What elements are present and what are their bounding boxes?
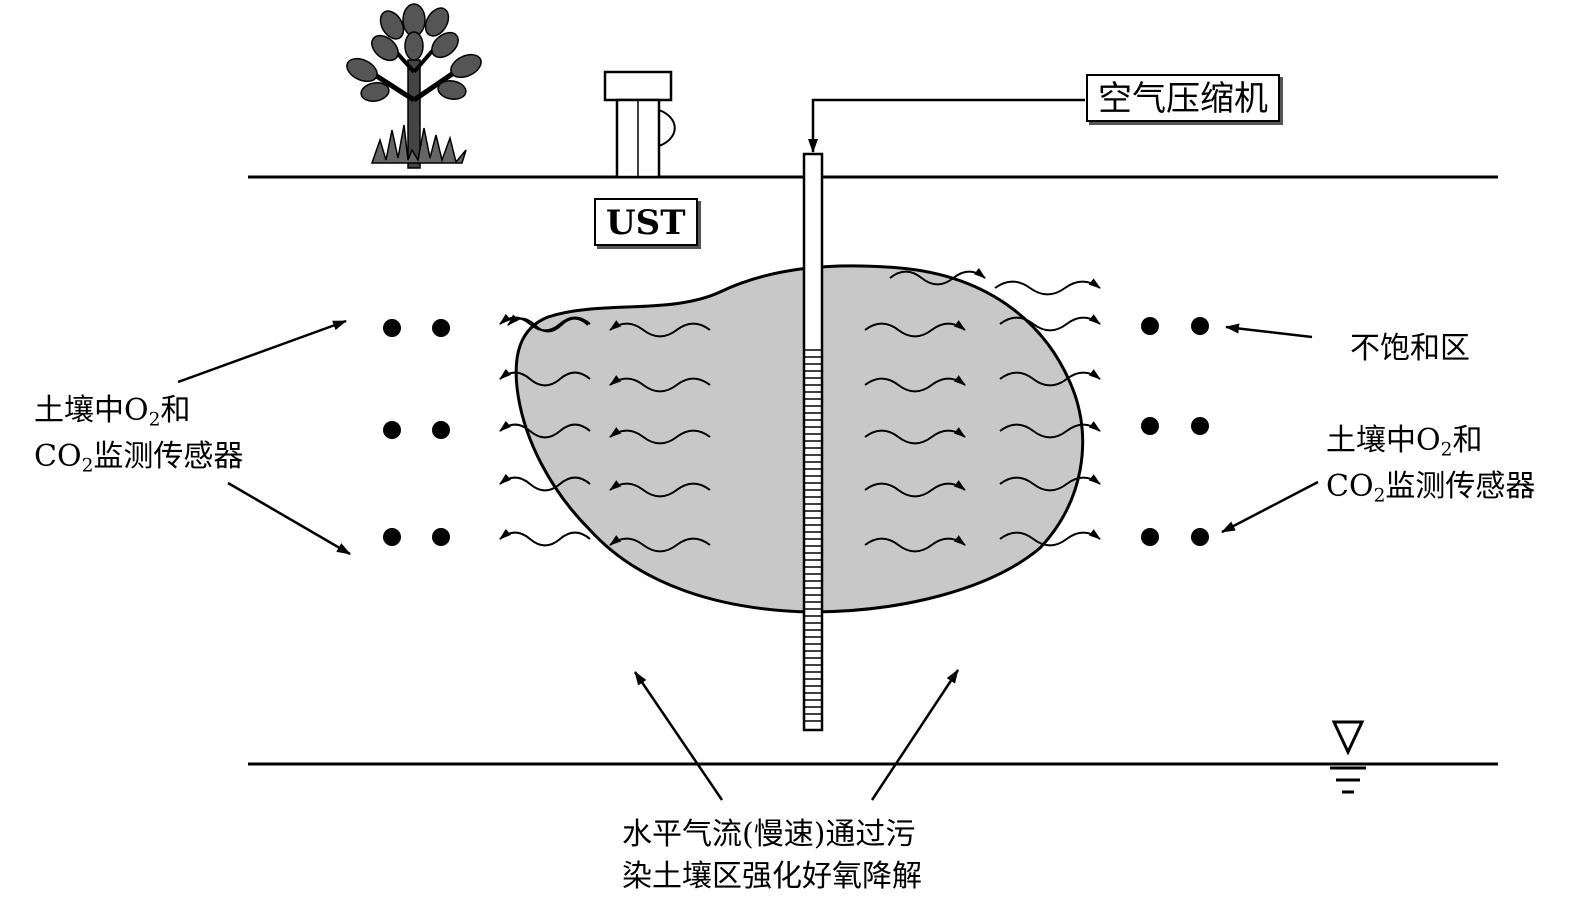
compressor-label: 空气压缩机 [1086,74,1280,122]
airflow-arrow [999,369,1101,387]
sensor-dot-icon [1191,528,1209,546]
sensor-dot-icon [1141,417,1159,435]
water-table-icon [1330,720,1366,794]
airflow-arrows [499,267,1101,553]
sensor-dot-icon [432,421,450,439]
sensor-label-left: 土壤中O2和 CO2监测传感器 [34,393,244,477]
caption: 水平气流(慢速)通过污 染土壤区强化好氧降解 [622,820,922,892]
caption-line-2: 染土壤区强化好氧降解 [622,859,922,894]
airflow-arrow [999,529,1101,547]
unsaturated-zone-label: 不饱和区 [1350,331,1470,366]
airflow-arrow [499,473,591,492]
airflow-arrow [499,528,591,547]
airflow-arrow [864,320,966,338]
unsaturated-zone-pointer [1225,323,1313,339]
sensor-dot-icon [1191,417,1209,435]
sensor-dots-right [1141,317,1209,546]
sensor-dot-icon [432,319,450,337]
sensor-right-pointer [1221,480,1319,534]
airflow-arrow [999,474,1101,492]
sensor-dot-icon [383,421,401,439]
airflow-arrow [609,427,711,445]
airflow-arrow [999,314,1101,332]
sensor-dot-icon [383,528,401,546]
sensor-label-right: 土壤中O2和 CO2监测传感器 [1326,423,1536,507]
compressor-arrow [808,98,1085,153]
sensor-dots-left [383,319,450,546]
sensor-dot-icon [383,319,401,337]
tree-icon [346,3,482,169]
sensor-dot-icon [1141,317,1159,335]
sensor-dot-icon [1141,528,1159,546]
airflow-arrow [889,267,986,286]
injection-well [802,152,824,732]
airflow-arrow [499,420,591,439]
ust-structure [603,70,676,179]
airflow-arrow [609,320,711,338]
caption-line-1: 水平气流(慢速)通过污 [622,817,916,852]
airflow-arrow [864,375,966,393]
airflow-arrow [609,375,711,393]
sensor-left-pointer-lower [227,481,351,556]
sensor-dot-icon [432,528,450,546]
airflow-arrow [507,314,589,333]
airflow-arrow [609,535,711,553]
sensor-dot-icon [1191,317,1209,335]
airflow-arrow [499,368,591,387]
airflow-arrow [864,427,966,445]
ust-label: UST [594,198,698,246]
sensor-left-pointer-upper [177,319,347,384]
airflow-arrow [999,421,1101,439]
airflow-arrow [864,480,966,498]
caption-pointer-left [633,671,724,801]
caption-pointer-right [870,669,960,801]
airflow-arrow [609,480,711,498]
airflow-arrow [994,278,1101,296]
airflow-arrow [864,535,966,553]
contaminated-plume [514,264,1085,614]
